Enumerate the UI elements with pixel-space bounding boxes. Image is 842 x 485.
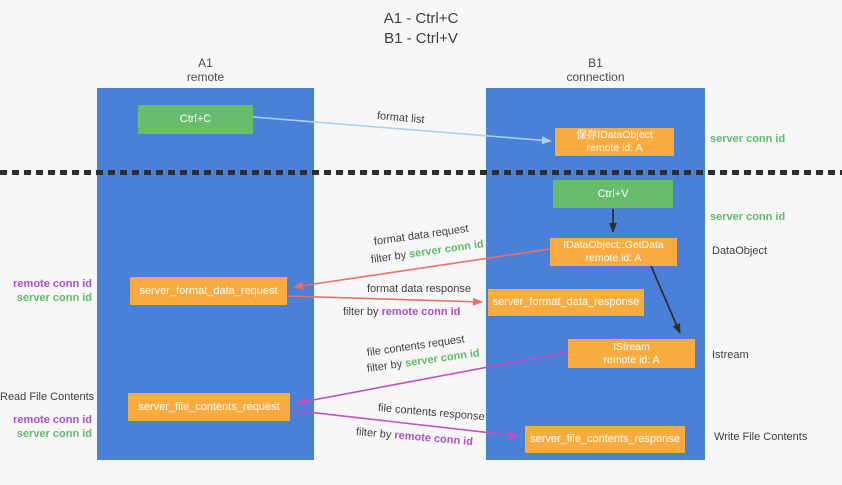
server-file-contents-request-box: server_file_contents_request bbox=[128, 393, 290, 421]
format-list-label: format list bbox=[376, 110, 426, 127]
server-file-contents-request-label: server_file_contents_request bbox=[138, 400, 280, 413]
filter-by-text: filter by bbox=[370, 249, 407, 266]
column-b1-role: connection bbox=[566, 70, 625, 84]
column-header-b1: B1 connection bbox=[486, 56, 705, 84]
server-file-contents-response-label: server_file_contents_response bbox=[530, 433, 680, 445]
column-header-a1: A1 remote bbox=[97, 56, 314, 84]
title-line-ctrl-v: B1 - Ctrl+V bbox=[384, 30, 458, 47]
filter-by-text: filter by bbox=[355, 426, 392, 442]
istream-line2: remote id: A bbox=[603, 353, 660, 366]
filter-by-text: filter by bbox=[343, 306, 379, 318]
remote-conn-id-text: remote conn id bbox=[393, 429, 474, 449]
istream-annotation: Istream bbox=[712, 349, 749, 361]
getdata-line1: IDataObject::GetData bbox=[563, 239, 664, 251]
server-format-data-response-box: server_format_data_response bbox=[488, 289, 644, 316]
server-format-data-request-label: server_format_data_request bbox=[139, 284, 278, 297]
getdata-line2: remote id: A bbox=[585, 252, 642, 264]
file-contents-response-label: file contents response bbox=[377, 402, 486, 424]
ctrl-c-label: Ctrl+C bbox=[179, 113, 212, 125]
server-file-contents-response-box: server_file_contents_response bbox=[525, 426, 685, 453]
save-idataobject-line2: remote id: A bbox=[586, 142, 643, 154]
remote-conn-id-text: remote conn id bbox=[381, 306, 461, 318]
server-conn-id-annotation-1: server conn id bbox=[710, 133, 786, 145]
save-idataobject-box: 保存IDataObject remote id: A bbox=[555, 128, 674, 156]
istream-box: IStream remote id: A bbox=[568, 339, 695, 368]
column-a1-role: remote bbox=[186, 70, 225, 84]
istream-line1: IStream bbox=[613, 340, 650, 353]
server-conn-id-annotation-4: server conn id bbox=[16, 428, 92, 440]
server-conn-id-annotation-2: server conn id bbox=[710, 211, 786, 223]
filter-by-text: filter by bbox=[366, 358, 403, 375]
idataobject-getdata-box: IDataObject::GetData remote id: A bbox=[550, 238, 677, 266]
diagram-title: A1 - Ctrl+C B1 - Ctrl+V bbox=[321, 9, 521, 49]
remote-conn-id-annotation-1: remote conn id bbox=[13, 278, 92, 290]
write-file-contents-annotation: Write File Contents bbox=[714, 431, 808, 443]
format-data-response-arrow bbox=[286, 295, 483, 306]
phase-separator-dotted-line bbox=[0, 170, 842, 175]
server-conn-id-annotation-3: server conn id bbox=[16, 292, 92, 304]
column-a1-id: A1 bbox=[198, 56, 213, 70]
ctrl-v-label: Ctrl+V bbox=[597, 187, 629, 200]
filter-by-remote-conn-id-label-1: filter by remote conn id bbox=[343, 306, 460, 318]
format-data-response-label: format data response bbox=[367, 283, 471, 295]
server-format-data-response-label: server_format_data_response bbox=[492, 296, 640, 308]
server-format-data-request-box: server_format_data_request bbox=[130, 277, 287, 305]
title-line-ctrl-c: A1 - Ctrl+C bbox=[383, 10, 459, 27]
read-file-contents-annotation: Read File Contents bbox=[0, 391, 95, 403]
save-idataobject-line1: 保存IDataObject bbox=[576, 129, 653, 141]
filter-by-remote-conn-id-label-2: filter by remote conn id bbox=[355, 426, 473, 448]
column-b1-id: B1 bbox=[588, 56, 603, 70]
ctrl-v-box: Ctrl+V bbox=[553, 180, 673, 208]
ctrl-c-box: Ctrl+C bbox=[138, 105, 253, 134]
remote-conn-id-annotation-2: remote conn id bbox=[13, 414, 92, 426]
dataobject-annotation: DataObject bbox=[712, 245, 768, 257]
